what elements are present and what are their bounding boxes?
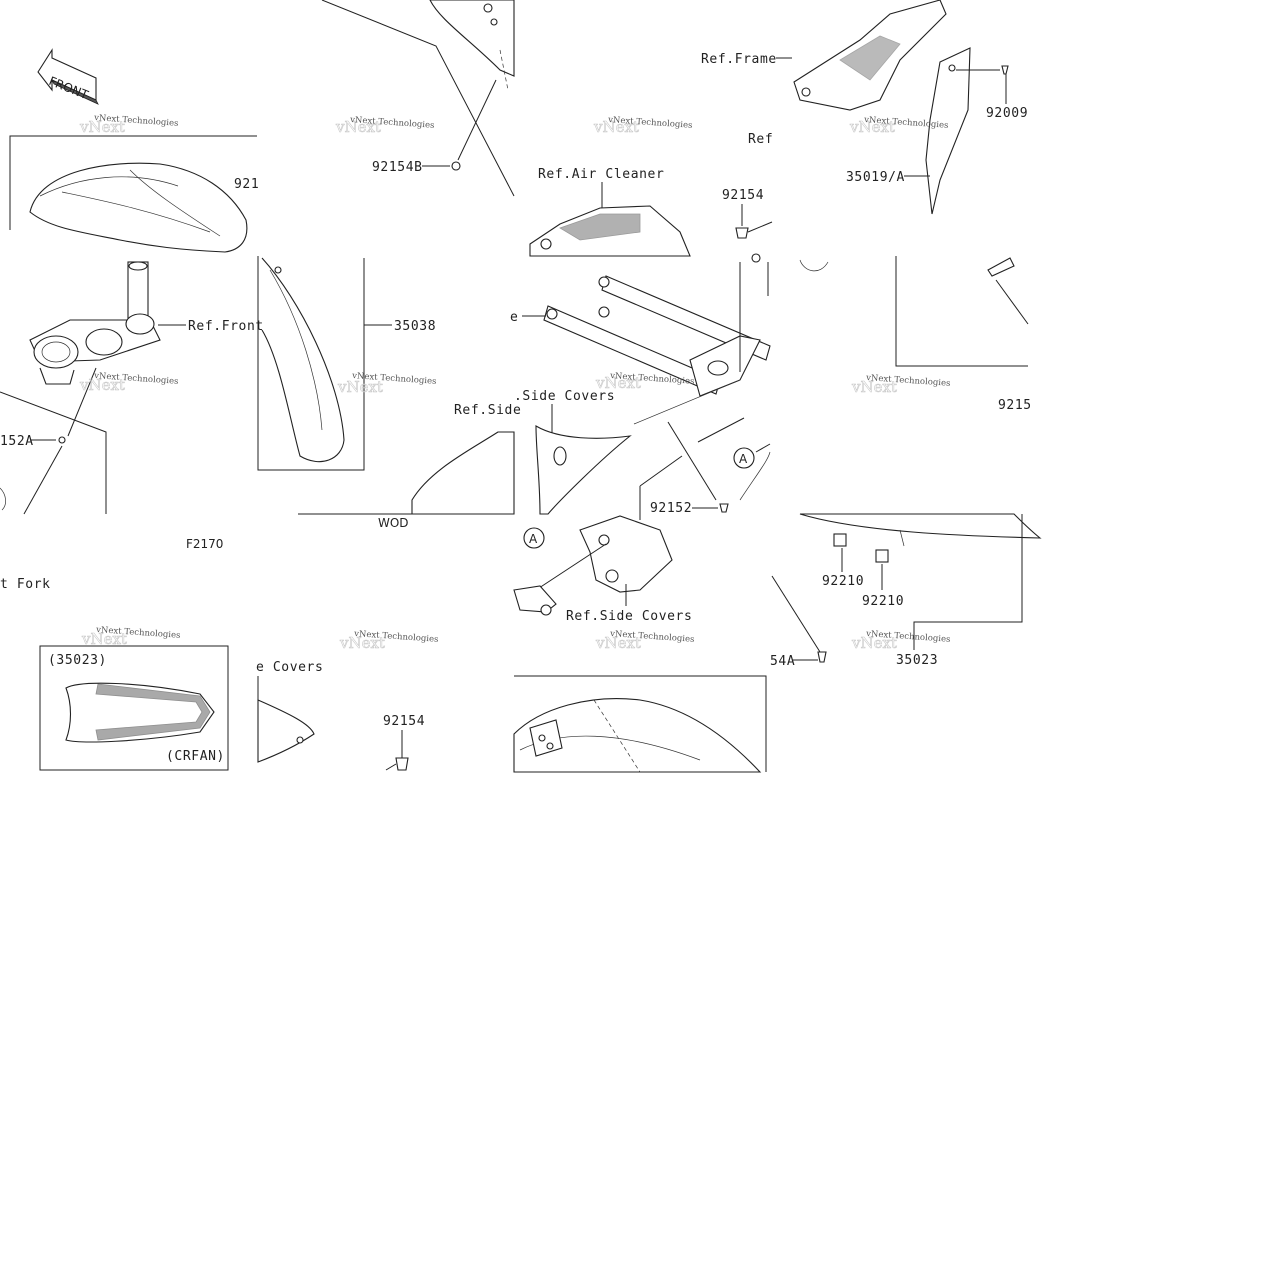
svg-text:vNext: vNext (849, 118, 895, 136)
callout-e-covers: e Covers (256, 660, 323, 675)
svg-text:vNext: vNext (851, 378, 897, 396)
callout-t-fork: t Fork (0, 577, 51, 592)
callout-ref-frame: Ref.Frame (701, 52, 777, 67)
svg-text:vNext: vNext (595, 374, 641, 392)
front-fender-group: 921 35038 (9, 135, 436, 471)
inset-part-number: (35023) (48, 653, 107, 668)
callout-152a: 152A (0, 434, 34, 449)
side-cover-detail-group: A Ref.Side Covers (513, 515, 692, 624)
svg-text:vNext: vNext (593, 118, 639, 136)
callout-92152: 92152 (650, 501, 692, 516)
bottom-middle-group: e Covers 92154 (256, 660, 425, 771)
callout-9215: 9215 (998, 398, 1032, 413)
figure-code: F2170 (186, 537, 223, 551)
callout-92154-bottom: 92154 (383, 714, 425, 729)
front-arrow-icon: FRONT (37, 48, 99, 105)
callout-35019a: 35019/A (846, 170, 905, 185)
callout-side-covers-mid: .Side Covers (514, 389, 615, 404)
callout-e: e (510, 310, 518, 325)
svg-text:vNext: vNext (335, 118, 381, 136)
callout-92009: 92009 (986, 106, 1028, 121)
callout-921-top: 921 (234, 177, 259, 192)
callout-ref-side-left: Ref.Side (454, 403, 521, 418)
callout-35038: 35038 (394, 319, 436, 334)
svg-text:vNext: vNext (81, 630, 127, 648)
circle-a-right: A (739, 452, 748, 466)
callout-92210-b: 92210 (862, 594, 904, 609)
svg-text:vNext: vNext (595, 634, 641, 652)
rear-fender-underside-group: 92210 92210 35023 54A (770, 513, 1042, 669)
callout-54a: 54A (770, 654, 795, 669)
svg-text:vNext: vNext (79, 376, 125, 394)
callout-ref: Ref (748, 132, 773, 147)
inset-variant: (CRFAN) (166, 749, 225, 764)
subframe-group: e (510, 253, 771, 425)
callout-ref-air-cleaner: Ref.Air Cleaner (538, 167, 664, 182)
inset-box: (35023) (CRFAN) (39, 645, 229, 771)
side-covers-group: Ref.Side .Side Covers 92152 A WOD (298, 389, 771, 530)
steering-stem-group: Ref.Front t Fork 152A (0, 261, 264, 592)
air-cleaner-group: Ref.Air Cleaner 92154 (529, 167, 773, 257)
callout-ref-side-covers-lower: Ref.Side Covers (566, 609, 692, 624)
svg-text:vNext: vNext (339, 634, 385, 652)
watermarks: vNext vNext Technologies vNext vNext Tec… (79, 113, 951, 652)
svg-text:vNext: vNext (337, 378, 383, 396)
callout-92154b: 92154B (372, 160, 423, 175)
callout-92154-mid: 92154 (722, 188, 764, 203)
svg-text:vNext: vNext (79, 118, 125, 136)
model-code: WOD (378, 516, 409, 530)
callout-35023: 35023 (896, 653, 938, 668)
radiator-shroud-group: 92154B (321, 0, 515, 197)
bottom-fender-group (513, 675, 767, 773)
svg-text:vNext: vNext (851, 634, 897, 652)
rear-fender-group: Ref.Frame Ref 92009 35019/A 9215 (701, 0, 1032, 413)
circle-a-left: A (529, 532, 538, 546)
callout-92210-a: 92210 (822, 574, 864, 589)
callout-ref-front: Ref.Front (188, 319, 264, 334)
